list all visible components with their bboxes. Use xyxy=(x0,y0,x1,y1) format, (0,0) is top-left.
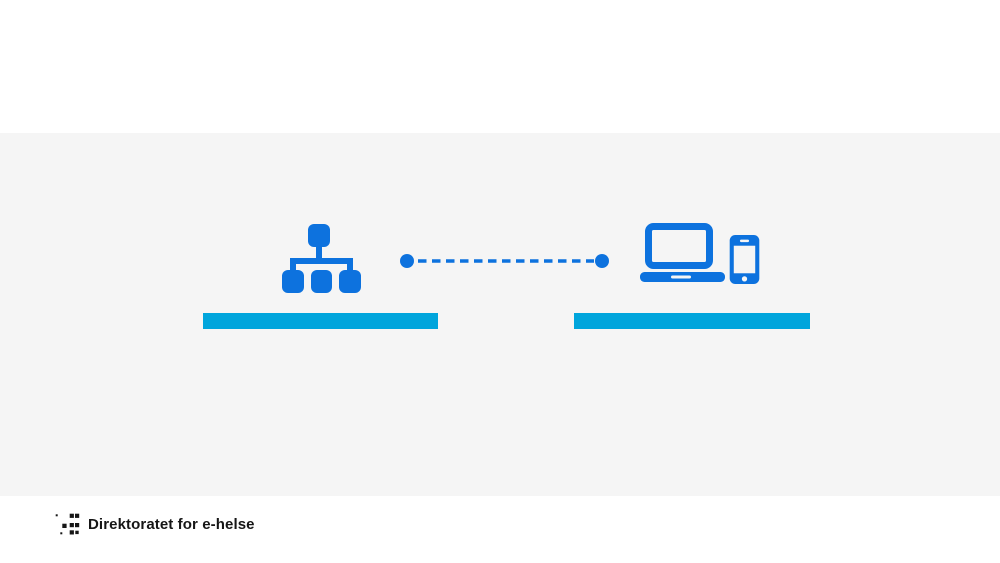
org-hierarchy-icon xyxy=(282,224,361,293)
smartphone-icon xyxy=(729,235,760,284)
label-bar-left xyxy=(203,313,438,329)
laptop-icon xyxy=(640,222,726,283)
logo-text: Direktoratet for e-helse xyxy=(88,515,255,533)
label-bar-right xyxy=(574,313,810,329)
diagram-stage xyxy=(0,133,1000,496)
connector-dot-left xyxy=(400,254,414,268)
dashed-connector xyxy=(398,252,611,270)
ehelse-logo: Direktoratet for e-helse xyxy=(54,512,255,536)
connector-dot-right xyxy=(595,254,609,268)
ehelse-logo-mark-icon xyxy=(54,512,81,536)
